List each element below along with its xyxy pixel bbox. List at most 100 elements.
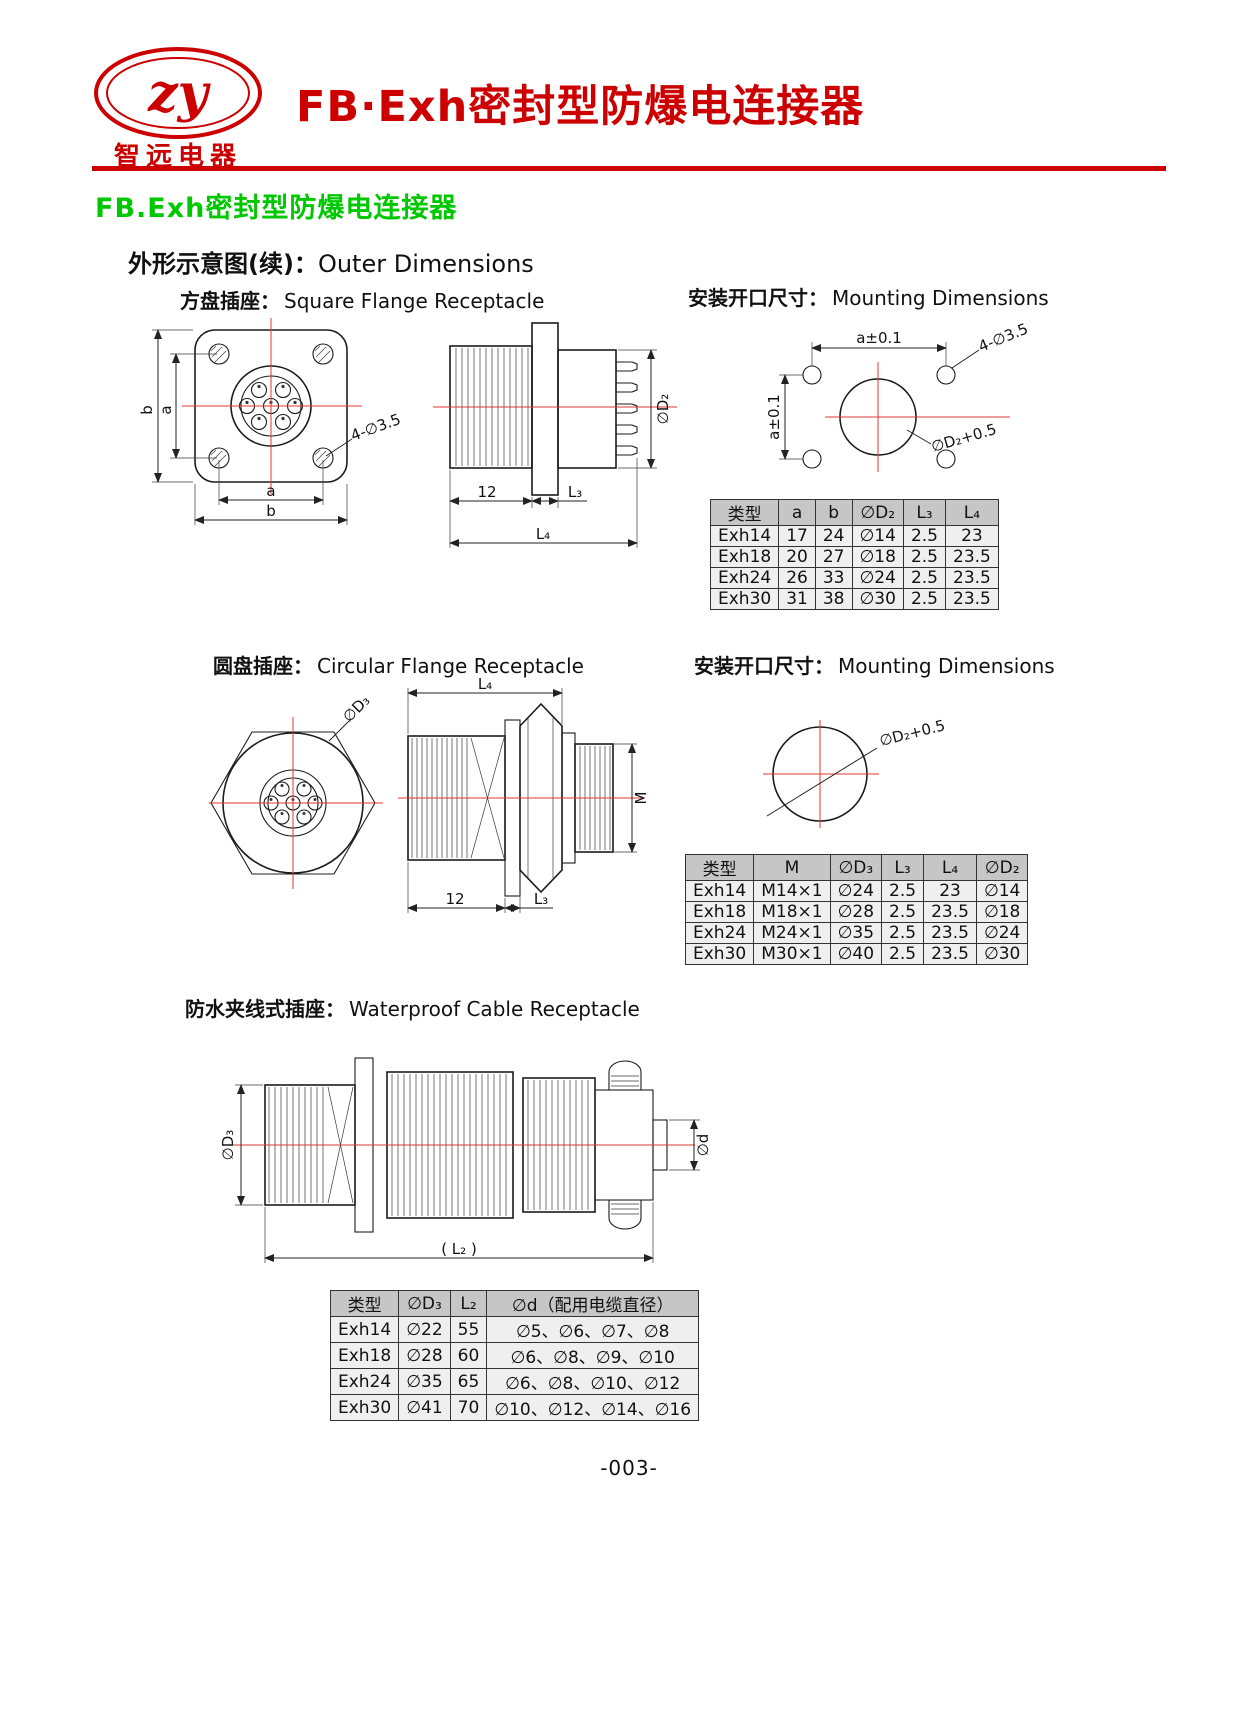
dim-label-d2: ∅D₂+0.5 <box>929 420 998 456</box>
logo-outer-ellipse <box>94 47 262 139</box>
circular-side-view: L₄ M 12 L₃ <box>395 678 660 933</box>
dim-label-holes: 4-∅3.5 <box>348 410 403 445</box>
label-square-mounting: 安装开口尺寸：Mounting Dimensions <box>688 282 1049 311</box>
label-en: Square Flange Receptacle <box>284 289 545 313</box>
table-cell: 2.5 <box>881 922 925 944</box>
d2-leader <box>766 747 878 817</box>
circular-front-view: ∅D₃ <box>205 693 400 893</box>
table-cell: Exh18 <box>709 546 780 568</box>
waterproof-view: ∅D₃ ∅d ( L₂ ) <box>195 1028 730 1278</box>
table-cell: ∅41 <box>398 1394 451 1421</box>
page-number: -003- <box>600 1456 658 1480</box>
table-cell: 23.5 <box>945 588 999 610</box>
section-title-cn: 外形示意图(续)： <box>128 250 318 278</box>
table-cell: Exh30 <box>329 1394 400 1421</box>
table-header-cell: ∅D₃ <box>398 1290 451 1317</box>
dim-label-holes: 4-∅3.5 <box>976 320 1031 356</box>
dim-label-a-left: a±0.1 <box>765 394 783 440</box>
table-cell: 23 <box>945 525 999 547</box>
dim-label-d: ∅d <box>694 1134 712 1157</box>
dimension-lines <box>154 329 353 524</box>
table-cell: 70 <box>449 1394 488 1421</box>
clamp-screw-top <box>608 1060 642 1090</box>
table-header-cell: L₄ <box>945 499 999 526</box>
table-cell: ∅6、∅8、∅9、∅10 <box>486 1342 700 1369</box>
label-cn: 安装开口尺寸： <box>694 654 834 678</box>
dim-label-m: M <box>632 792 650 805</box>
section-title-en: Outer Dimensions <box>317 250 534 278</box>
label-circular-receptacle: 圆盘插座：Circular Flange Receptacle <box>213 650 584 679</box>
table-header-cell: L₂ <box>449 1290 488 1317</box>
table-cell: 2.5 <box>902 567 947 589</box>
dimension-lines <box>407 689 636 912</box>
table-header-cell: ∅d（配用电缆直径） <box>486 1290 700 1317</box>
circular-mounting-view: ∅D₂+0.5 <box>755 712 1045 832</box>
table-header-cell: L₄ <box>923 854 977 881</box>
square-front-view: b a a b 4-∅3.5 <box>140 315 410 530</box>
table-cell: 2.5 <box>902 525 947 547</box>
table-cell: 23.5 <box>945 567 999 589</box>
dimension-lines <box>781 344 980 460</box>
table-cell: Exh18 <box>684 901 755 923</box>
table-cell: 31 <box>778 588 816 610</box>
dim-label-l4: L₄ <box>536 525 550 543</box>
hole-hatching <box>210 345 331 467</box>
table-cell: 23.5 <box>923 901 977 923</box>
label-en: Circular Flange Receptacle <box>317 654 584 678</box>
table-cell: ∅14 <box>851 525 904 547</box>
solder-contacts <box>615 361 638 456</box>
table-cell: M30×1 <box>753 943 831 965</box>
label-cn: 安装开口尺寸： <box>688 286 828 310</box>
dim-label-a-top: a±0.1 <box>856 329 902 347</box>
table-cell: ∅28 <box>398 1342 451 1369</box>
table-cell: 38 <box>814 588 853 610</box>
section-title: 外形示意图(续)：Outer Dimensions <box>128 244 534 279</box>
table-cell: ∅30 <box>851 588 904 610</box>
label-square-receptacle: 方盘插座：Square Flange Receptacle <box>180 285 544 314</box>
table-cell: M14×1 <box>753 880 831 902</box>
table-cell: Exh14 <box>329 1316 400 1343</box>
table-cell: ∅24 <box>851 567 904 589</box>
dim-label-a-bottom: a <box>266 482 275 500</box>
dim-label-l3: L₃ <box>568 483 582 501</box>
table-header-cell: 类型 <box>709 499 780 526</box>
table-cell: 26 <box>778 567 816 589</box>
dim-label-b-left: b <box>140 405 156 415</box>
extension-lines <box>449 349 657 548</box>
table-cell: ∅24 <box>975 922 1029 944</box>
dim-label-l2: ( L₂ ) <box>441 1240 477 1258</box>
header-rule <box>92 166 1166 171</box>
table-cell: 2.5 <box>881 880 925 902</box>
table-cell: Exh14 <box>684 880 755 902</box>
dim-label-b-bottom: b <box>266 502 276 520</box>
square-mounting-view: a±0.1 a±0.1 4-∅3.5 ∅D₂+0.5 <box>755 320 1055 500</box>
table-cell: 2.5 <box>881 901 925 923</box>
table-cell: Exh30 <box>709 588 780 610</box>
table-cell: 33 <box>814 567 853 589</box>
table-cell: 23.5 <box>945 546 999 568</box>
gasket <box>504 719 521 897</box>
square-side-view: ∅D₂ 12 L₃ L₄ <box>425 308 690 568</box>
pin-slots <box>269 784 317 815</box>
label-circular-mounting: 安装开口尺寸：Mounting Dimensions <box>694 650 1055 679</box>
table-cell: Exh24 <box>329 1368 400 1395</box>
dim-label-l4: L₄ <box>478 678 492 693</box>
table-cell: ∅6、∅8、∅10、∅12 <box>486 1368 700 1395</box>
table-header-cell: 类型 <box>329 1290 400 1317</box>
rear-shell <box>557 349 617 469</box>
table-cell: 65 <box>449 1368 488 1395</box>
table-cell: ∅5、∅6、∅7、∅8 <box>486 1316 700 1343</box>
centerlines <box>763 720 879 828</box>
